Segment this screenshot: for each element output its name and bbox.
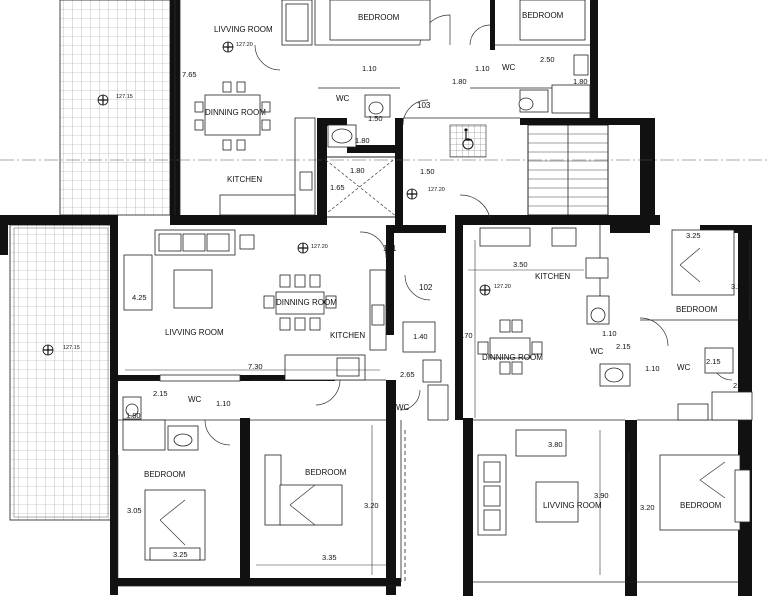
- furniture: [122, 0, 753, 561]
- dimension-label: 1.10: [362, 64, 377, 73]
- room-label: BEDROOM: [522, 11, 564, 20]
- dimension-label: 1.80: [573, 77, 588, 86]
- dimension-label: 1.65: [330, 183, 345, 192]
- dimension-label: 3.50: [513, 260, 528, 269]
- dimension-label: 3.35: [322, 553, 337, 562]
- level-label: 127.15: [116, 94, 133, 100]
- room-label: BEDROOM: [358, 13, 400, 22]
- level-label: 127.20: [236, 42, 253, 48]
- room-label: WC: [590, 347, 604, 356]
- level-markers: [42, 41, 491, 356]
- dimension-labels: 7.65 1.10 1.80 1.10 2.50 1.80 1.50 1.80 …: [126, 55, 748, 562]
- room-label: WC: [677, 363, 691, 372]
- dimension-label: 2.00: [733, 381, 748, 390]
- dimension-label: 1.80: [355, 136, 370, 145]
- balcony-bottom-left: [9, 224, 113, 521]
- room-number: 103: [417, 101, 431, 110]
- dimension-label: 7.65: [182, 70, 197, 79]
- dimension-label: 2.50: [540, 55, 555, 64]
- room-label: KITCHEN: [330, 331, 365, 340]
- dimension-label: 1.80: [126, 411, 141, 420]
- room-label: WC: [336, 94, 350, 103]
- room-label: DINNING ROOM: [276, 298, 337, 307]
- room-number: 101: [383, 244, 397, 253]
- room-label: WC: [396, 403, 410, 412]
- dimension-label: 7.30: [248, 362, 263, 371]
- dimension-label: 1.10: [475, 64, 490, 73]
- level-label: 127.20: [311, 244, 328, 250]
- dimension-label: 1.80: [350, 166, 365, 175]
- level-label: 127.20: [428, 187, 445, 193]
- dimension-label: 3.20: [364, 501, 379, 510]
- dimension-label: 3.90: [594, 491, 609, 500]
- stairs: [527, 124, 609, 216]
- room-numbers: 103 101 102: [383, 101, 433, 292]
- dimension-label: 3.25: [686, 231, 701, 240]
- dimension-label: 1.40: [413, 332, 428, 341]
- dimension-label: 1.80: [452, 77, 467, 86]
- dimension-label: 3.20: [731, 282, 746, 291]
- room-label: WC: [188, 395, 202, 404]
- dimension-label: 2.15: [616, 342, 631, 351]
- balcony-inner-rail: [13, 227, 109, 518]
- dimension-label: 2.15: [153, 389, 168, 398]
- room-label: BEDROOM: [676, 305, 718, 314]
- room-label: BEDROOM: [144, 470, 186, 479]
- balcony-top-left: [59, 0, 171, 216]
- room-label: DINNING ROOM: [482, 353, 543, 362]
- level-label: 127.15: [63, 345, 80, 351]
- dimension-label: 1.50: [368, 114, 383, 123]
- room-label: DINNING ROOM: [205, 108, 266, 117]
- dimension-label: 1.10: [602, 329, 617, 338]
- dimension-label: 3.20: [640, 503, 655, 512]
- elevator-symbol: [449, 124, 487, 158]
- room-label: KITCHEN: [535, 272, 570, 281]
- level-label: 127.20: [494, 284, 511, 290]
- room-label: WC: [502, 63, 516, 72]
- room-label: BEDROOM: [305, 468, 347, 477]
- dimension-label: 1.50: [420, 167, 435, 176]
- dimension-label: 1.10: [645, 364, 660, 373]
- dimension-label: 2.15: [706, 357, 721, 366]
- dimension-label: 2.65: [400, 370, 415, 379]
- dimension-label: 3.05: [127, 506, 142, 515]
- dimension-label: 4.70: [458, 331, 473, 340]
- room-number: 102: [419, 283, 433, 292]
- wheelchair-icon: [462, 128, 474, 150]
- dimension-lines: [117, 0, 751, 578]
- dimension-label: 4.25: [132, 293, 147, 302]
- dimension-label: 3.80: [548, 440, 563, 449]
- room-label: LIVVING ROOM: [165, 328, 224, 337]
- room-labels: LIVVING ROOM BEDROOM BEDROOM DINNING ROO…: [144, 11, 722, 510]
- shaft-cross: [321, 156, 398, 218]
- room-label: KITCHEN: [227, 175, 262, 184]
- dimension-label: 1.10: [216, 399, 231, 408]
- level-labels: 127.20 127.15 127.20 127.20 127.20 127.1…: [63, 42, 511, 351]
- room-label: LIVVING ROOM: [543, 501, 602, 510]
- room-label: LIVVING ROOM: [214, 25, 273, 34]
- room-label: BEDROOM: [680, 501, 722, 510]
- dimension-label: 3.25: [173, 550, 188, 559]
